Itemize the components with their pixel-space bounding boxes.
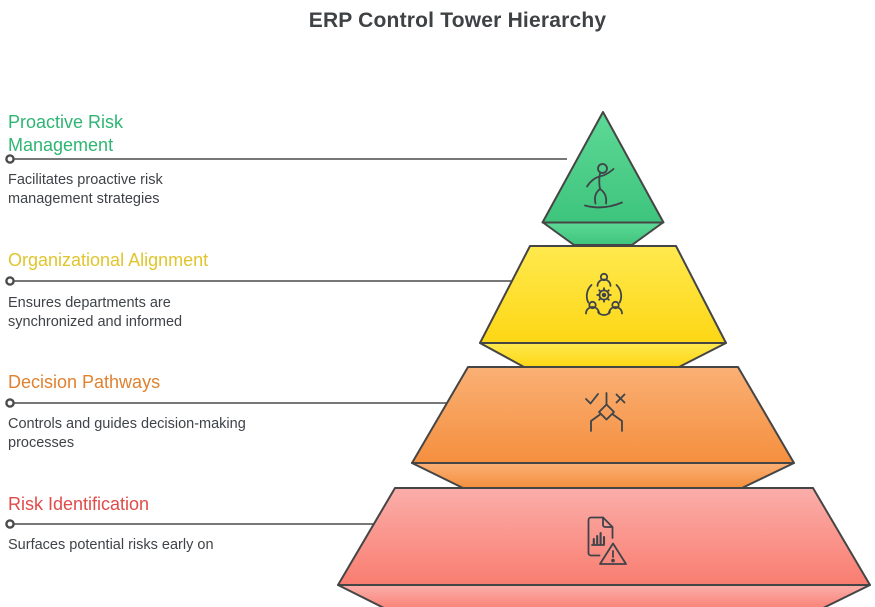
connector-dot-3	[5, 398, 15, 408]
pyramid-level-3-tail	[411, 462, 795, 489]
level-heading: Organizational Alignment	[8, 250, 209, 270]
level-label-proactive-risk-management: Proactive Risk Management Facilitates pr…	[8, 111, 208, 209]
team-gear-icon	[585, 272, 623, 316]
connector-dot-1	[5, 154, 15, 164]
pyramid-level-1-tail	[542, 221, 664, 246]
level-description: Ensures departments are synchronized and…	[8, 295, 183, 330]
connector-dot-2	[5, 276, 15, 286]
level-label-organizational-alignment: Organizational Alignment Ensures departm…	[8, 249, 328, 332]
level-description: Facilitates proactive risk management st…	[8, 172, 163, 207]
decision-branch-icon	[585, 392, 626, 432]
level-heading: Risk Identification	[8, 494, 150, 514]
level-heading: Proactive Risk Management	[8, 112, 124, 155]
level-heading: Decision Pathways	[8, 372, 161, 392]
level-description: Surfaces potential risks early on	[8, 537, 214, 553]
connector-lines	[5, 154, 567, 529]
pyramid-level-2-tail	[479, 342, 727, 368]
level-label-risk-identification: Risk Identification Surfaces potential r…	[8, 493, 328, 555]
pyramid-level-1-shape	[541, 111, 665, 224]
pyramid-level-4-tail	[337, 584, 871, 607]
level-label-decision-pathways: Decision Pathways Controls and guides de…	[8, 371, 328, 453]
page-title: ERP Control Tower Hierarchy	[308, 9, 607, 32]
level-description: Controls and guides decision-making proc…	[8, 416, 246, 451]
connector-dot-4	[5, 519, 15, 529]
document-risk-icon	[587, 516, 627, 565]
balancing-person-icon	[584, 163, 623, 209]
